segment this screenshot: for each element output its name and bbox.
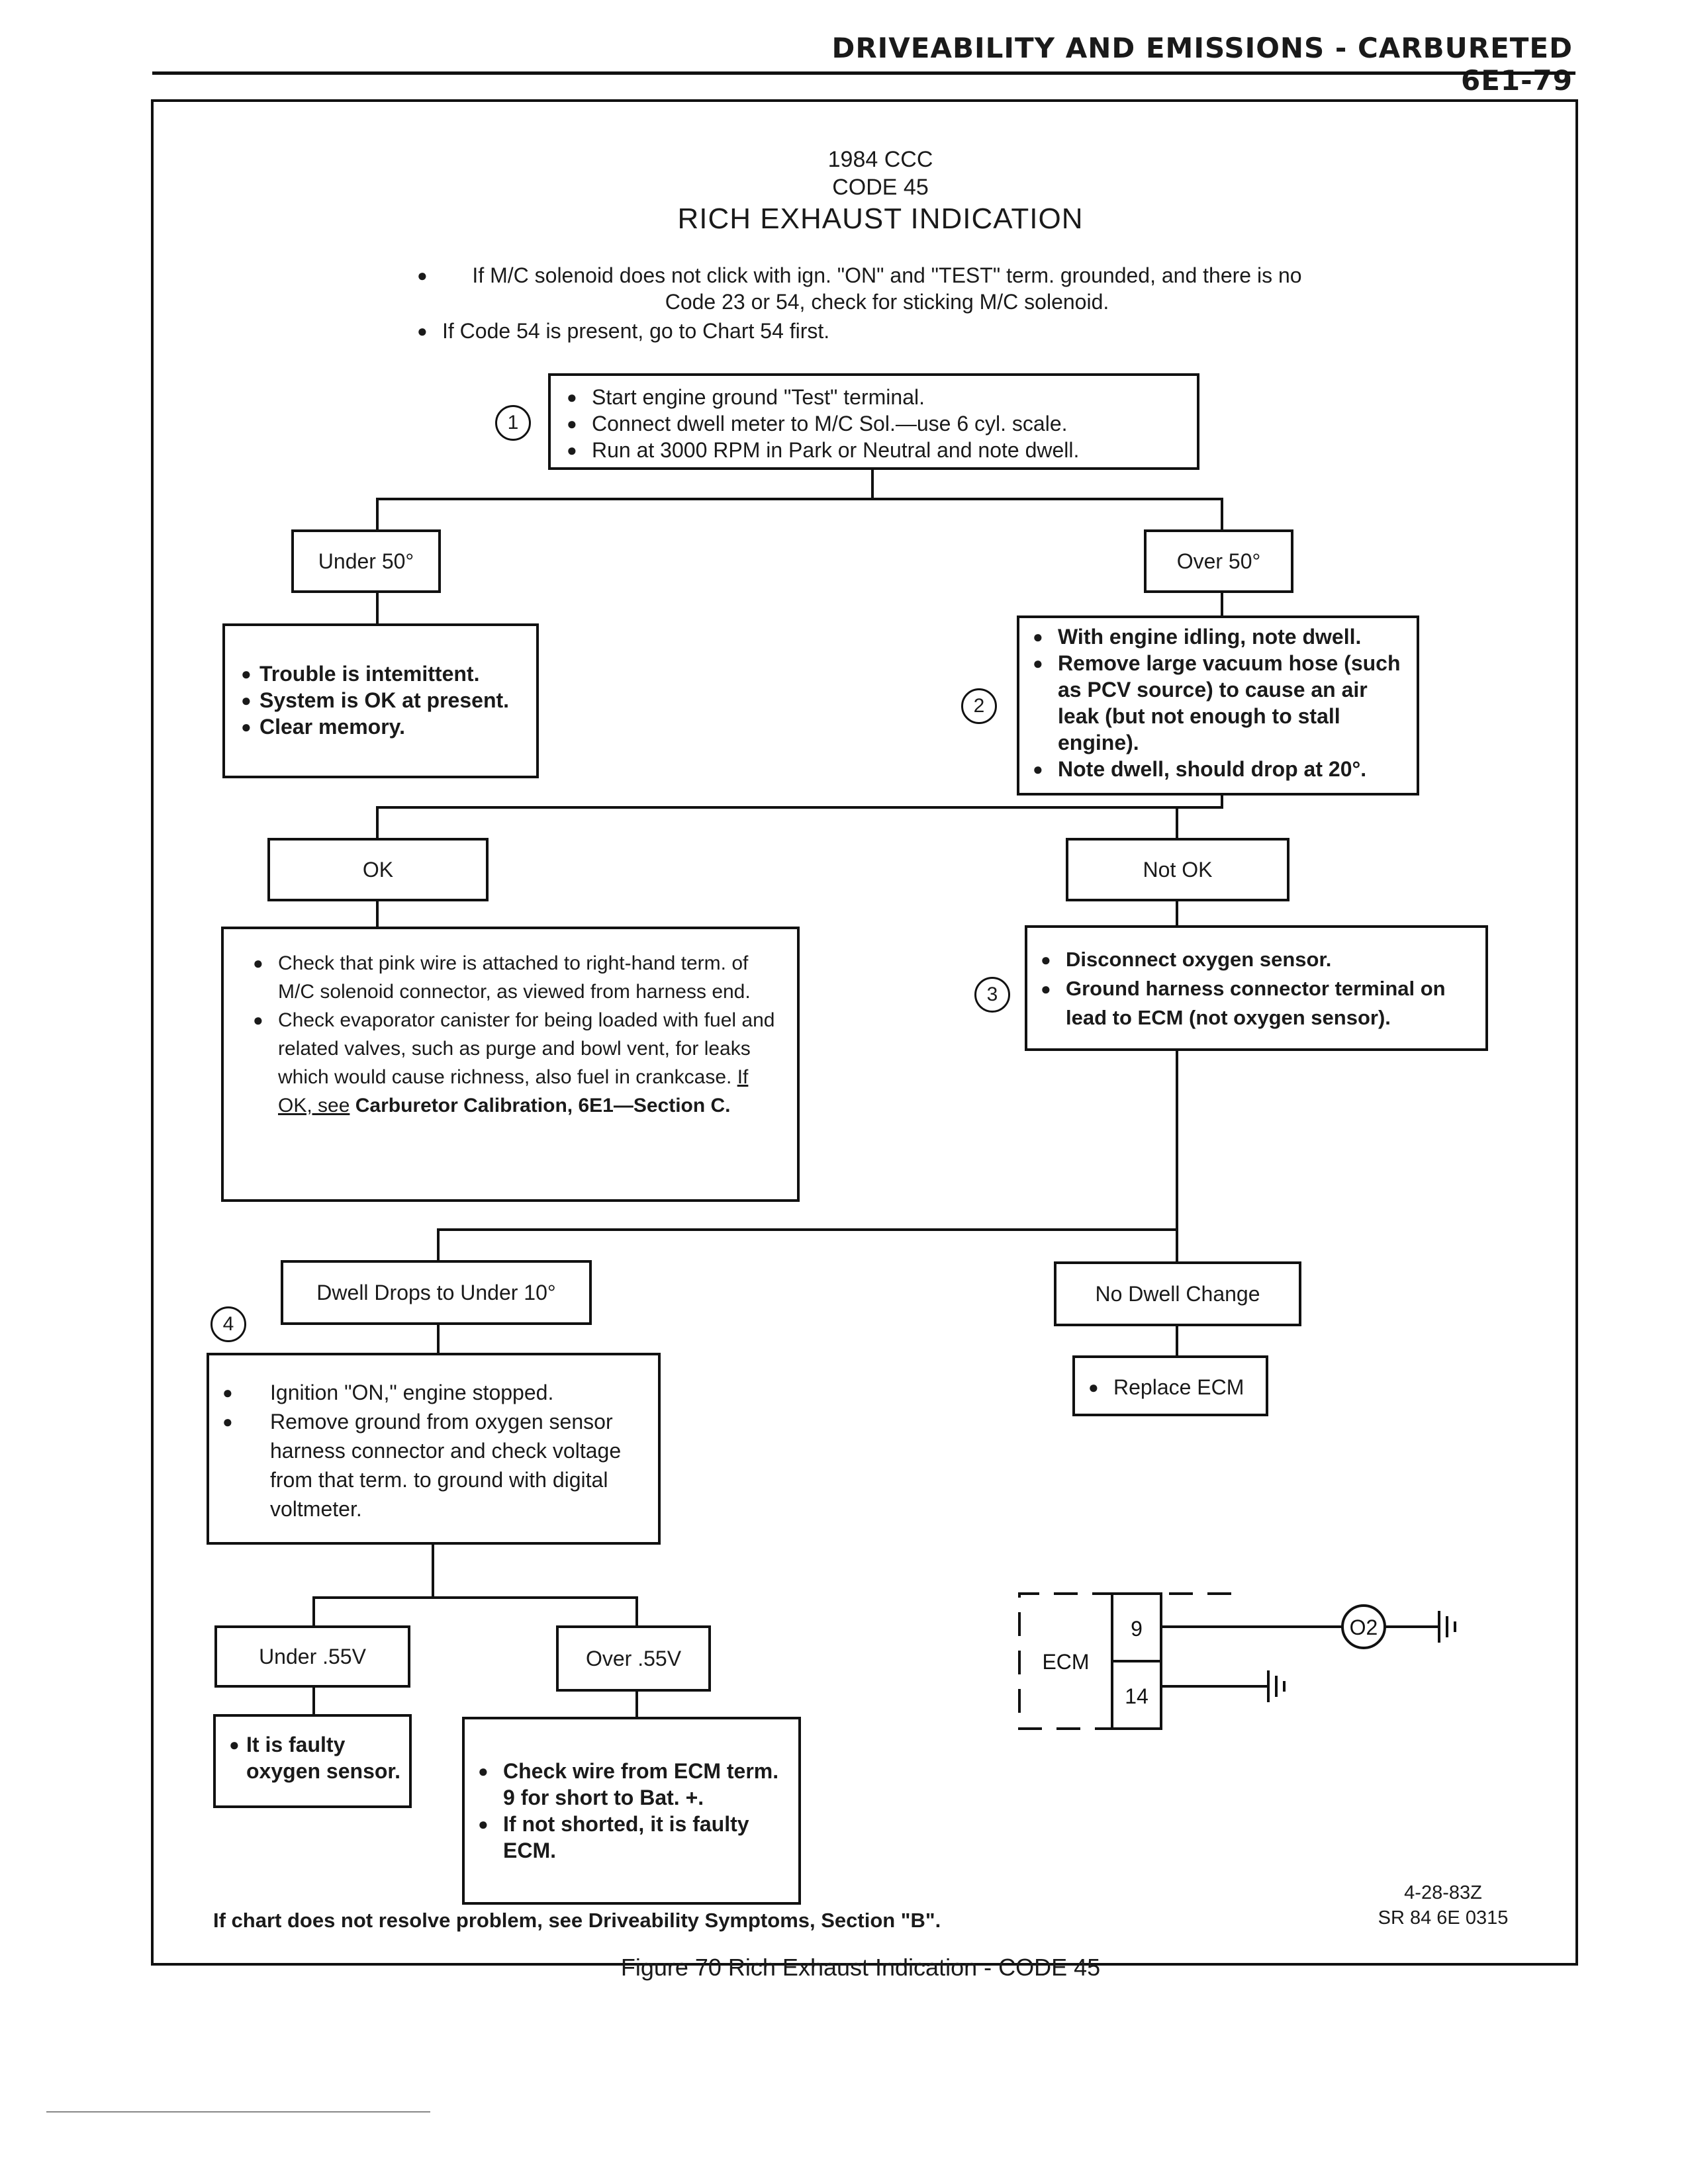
intro-notes: If M/C solenoid does not click with ign.… [410,262,1324,344]
step-number-2: 2 [961,688,997,724]
intro-note-2: If Code 54 is present, go to Chart 54 fi… [410,318,1324,344]
connector [635,1692,638,1718]
ok-check-2: Check evaporator canister for being load… [246,1006,784,1120]
connector [437,1228,440,1261]
ecm-wiring-diagram: ECM 9 14 O2 [1018,1592,1456,1730]
connector [635,1596,638,1627]
bottom-rule [46,2111,430,2113]
footer-note: If chart does not resolve problem, see D… [213,1909,941,1932]
ecm-pin-14: 14 [1125,1684,1149,1708]
footer-ref-code: SR 84 6E 0315 [1378,1907,1509,1929]
under-50-box: Under 50° [291,529,441,593]
connector [376,593,379,625]
connector [376,498,1223,500]
ok-box: OK [267,838,489,901]
connector [1176,901,1178,928]
footer-date-code: 4-28-83Z [1404,1882,1482,1903]
check-wire-box: Check wire from ECM term. 9 for short to… [462,1717,801,1905]
connector [376,498,379,531]
connector [376,806,1223,809]
page-header: DRIVEABILITY AND EMISSIONS - CARBURETED … [831,32,1573,97]
chart-title-block: 1984 CCC CODE 45 RICH EXHAUST INDICATION [549,146,1211,237]
check-wire-bullet-1: Check wire from ECM term. 9 for short to… [471,1758,792,1811]
intermittent-box: Trouble is intemittent. System is OK at … [222,623,539,778]
header-rule [152,71,1575,75]
chart-code: CODE 45 [832,175,929,200]
o2-sensor-label: O2 [1350,1615,1378,1639]
step3-bullet-1: Disconnect oxygen sensor. [1034,945,1479,974]
intermittent-line-3: Clear memory. [234,713,526,740]
step1-bullet-1: Start engine ground "Test" terminal. [560,384,1188,410]
connector [437,1228,1178,1231]
chart-frame [151,99,1578,1966]
connector [312,1688,315,1715]
step4-box: Ignition "ON," engine stopped. Remove gr… [207,1353,661,1545]
step4-bullet-2: Remove ground from oxygen sensor harness… [216,1407,651,1524]
dwell-drops-box: Dwell Drops to Under 10° [281,1260,592,1325]
connector [312,1596,638,1599]
replace-ecm-box: Replace ECM [1072,1355,1268,1416]
chart-title: RICH EXHAUST INDICATION [677,203,1084,235]
connector [1221,498,1223,531]
step-number-4: 4 [211,1306,246,1342]
intermittent-line-2: System is OK at present. [234,687,526,713]
connector [1176,1051,1178,1263]
step-number-1: 1 [495,405,531,441]
ecm-label: ECM [1042,1650,1089,1674]
connector [1221,796,1223,807]
figure-caption: Figure 70 Rich Exhaust Indication - CODE… [620,1954,1101,1981]
step-number-3: 3 [974,977,1010,1013]
connector [1176,1326,1178,1357]
step3-box: Disconnect oxygen sensor. Ground harness… [1025,925,1488,1051]
ok-checks-box: Check that pink wire is attached to righ… [221,927,800,1202]
ground-icon [1267,1670,1286,1702]
step2-bullet-2: Remove large vacuum hose (such as PCV so… [1026,650,1410,756]
check-wire-bullet-2: If not shorted, it is faulty ECM. [471,1811,792,1864]
step2-box: With engine idling, note dwell. Remove l… [1017,615,1419,796]
chart-year: 1984 CCC [827,147,933,172]
connector [432,1545,434,1598]
no-dwell-change-box: No Dwell Change [1054,1261,1301,1326]
over-055-box: Over .55V [556,1625,711,1692]
ok-check-2-link[interactable]: If OK, see [278,1066,749,1116]
ecm-outline [1018,1592,1231,1730]
connector [1176,806,1178,839]
ground-icon [1438,1611,1456,1643]
connector [437,1325,440,1354]
intro-note-1: If M/C solenoid does not click with ign.… [410,262,1324,315]
step4-bullet-1: Ignition "ON," engine stopped. [216,1378,651,1407]
intermittent-line-1: Trouble is intemittent. [234,660,526,687]
faulty-sensor-box: It is faulty oxygen sensor. [213,1714,412,1808]
ok-check-2-tail: Carburetor Calibration, 6E1—Section C. [355,1095,731,1116]
replace-ecm-label: Replace ECM [1082,1374,1259,1400]
connector [1221,593,1223,617]
ok-check-1: Check that pink wire is attached to righ… [246,949,784,1006]
connector [312,1596,315,1627]
ecm-pin-9: 9 [1131,1617,1143,1641]
under-055-box: Under .55V [214,1625,410,1688]
connector [376,806,379,839]
step1-bullet-3: Run at 3000 RPM in Park or Neutral and n… [560,437,1188,463]
connector [871,470,874,499]
step2-bullet-1: With engine idling, note dwell. [1026,623,1410,650]
connector [376,901,379,928]
ok-check-2-text: Check evaporator canister for being load… [278,1009,775,1088]
step3-bullet-2: Ground harness connector terminal on lea… [1034,974,1479,1032]
step1-box: Start engine ground "Test" terminal. Con… [548,373,1199,470]
step2-bullet-3: Note dwell, should drop at 20°. [1026,756,1410,782]
over-50-box: Over 50° [1144,529,1293,593]
step1-bullet-2: Connect dwell meter to M/C Sol.—use 6 cy… [560,410,1188,437]
faulty-sensor-label: It is faulty oxygen sensor. [222,1731,402,1784]
not-ok-box: Not OK [1066,838,1289,901]
